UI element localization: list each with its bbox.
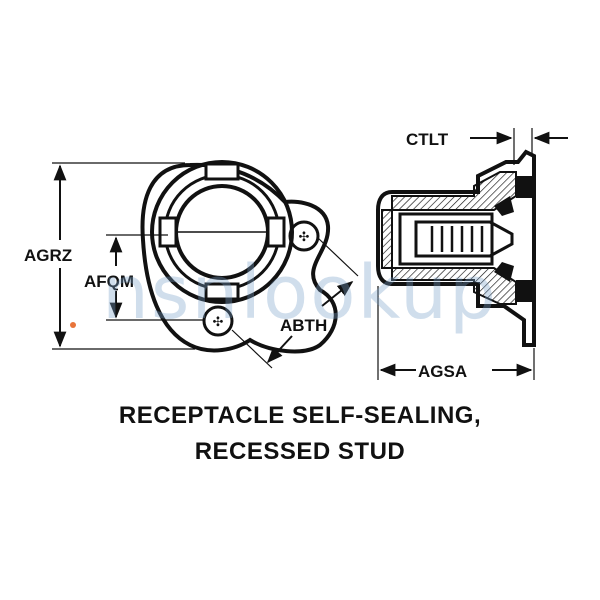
abth-label: ABTH [280, 316, 327, 335]
agrz-label: AGRZ [24, 246, 72, 265]
front-view: ✣ ✣ AGRZ AFQM ABTH [24, 160, 359, 369]
accent-dot [70, 322, 76, 328]
body-wall-left [381, 209, 393, 269]
rivet-mark-bottom: ✣ [213, 315, 224, 330]
seal-top [516, 176, 532, 198]
rivet-mark-right: ✣ [299, 230, 310, 245]
stud-ribs [430, 226, 484, 252]
rivet-hole-bottom [202, 305, 234, 337]
ctlt-label: CTLT [406, 130, 449, 149]
abth-dimension-line-lower [266, 335, 293, 364]
body-wall-bottom [391, 267, 517, 305]
rivet-hole-right [288, 220, 320, 252]
keyway-left [158, 216, 178, 248]
seal-wedge-top [494, 196, 514, 216]
afqm-label: AFQM [84, 272, 134, 291]
body-outline [376, 149, 536, 347]
agsa-label: AGSA [418, 362, 467, 381]
stud [414, 220, 514, 258]
side-view: CTLT AGSA [376, 128, 568, 381]
caption-line-2: RECESSED STUD [194, 438, 406, 465]
abth-dimension-line-upper [321, 281, 354, 307]
seal-bottom [516, 280, 532, 302]
abth-extension-right [317, 237, 359, 277]
flange-outline [140, 162, 338, 354]
keyway-top [204, 162, 240, 181]
seal-wedge-bottom [494, 262, 514, 282]
keyway-bottom [204, 282, 240, 301]
caption-line-1: RECEPTACLE SELF-SEALING, [118, 402, 482, 429]
keyway-right [266, 216, 286, 248]
abth-extension-left [231, 329, 273, 369]
inner-chamber [398, 212, 494, 266]
